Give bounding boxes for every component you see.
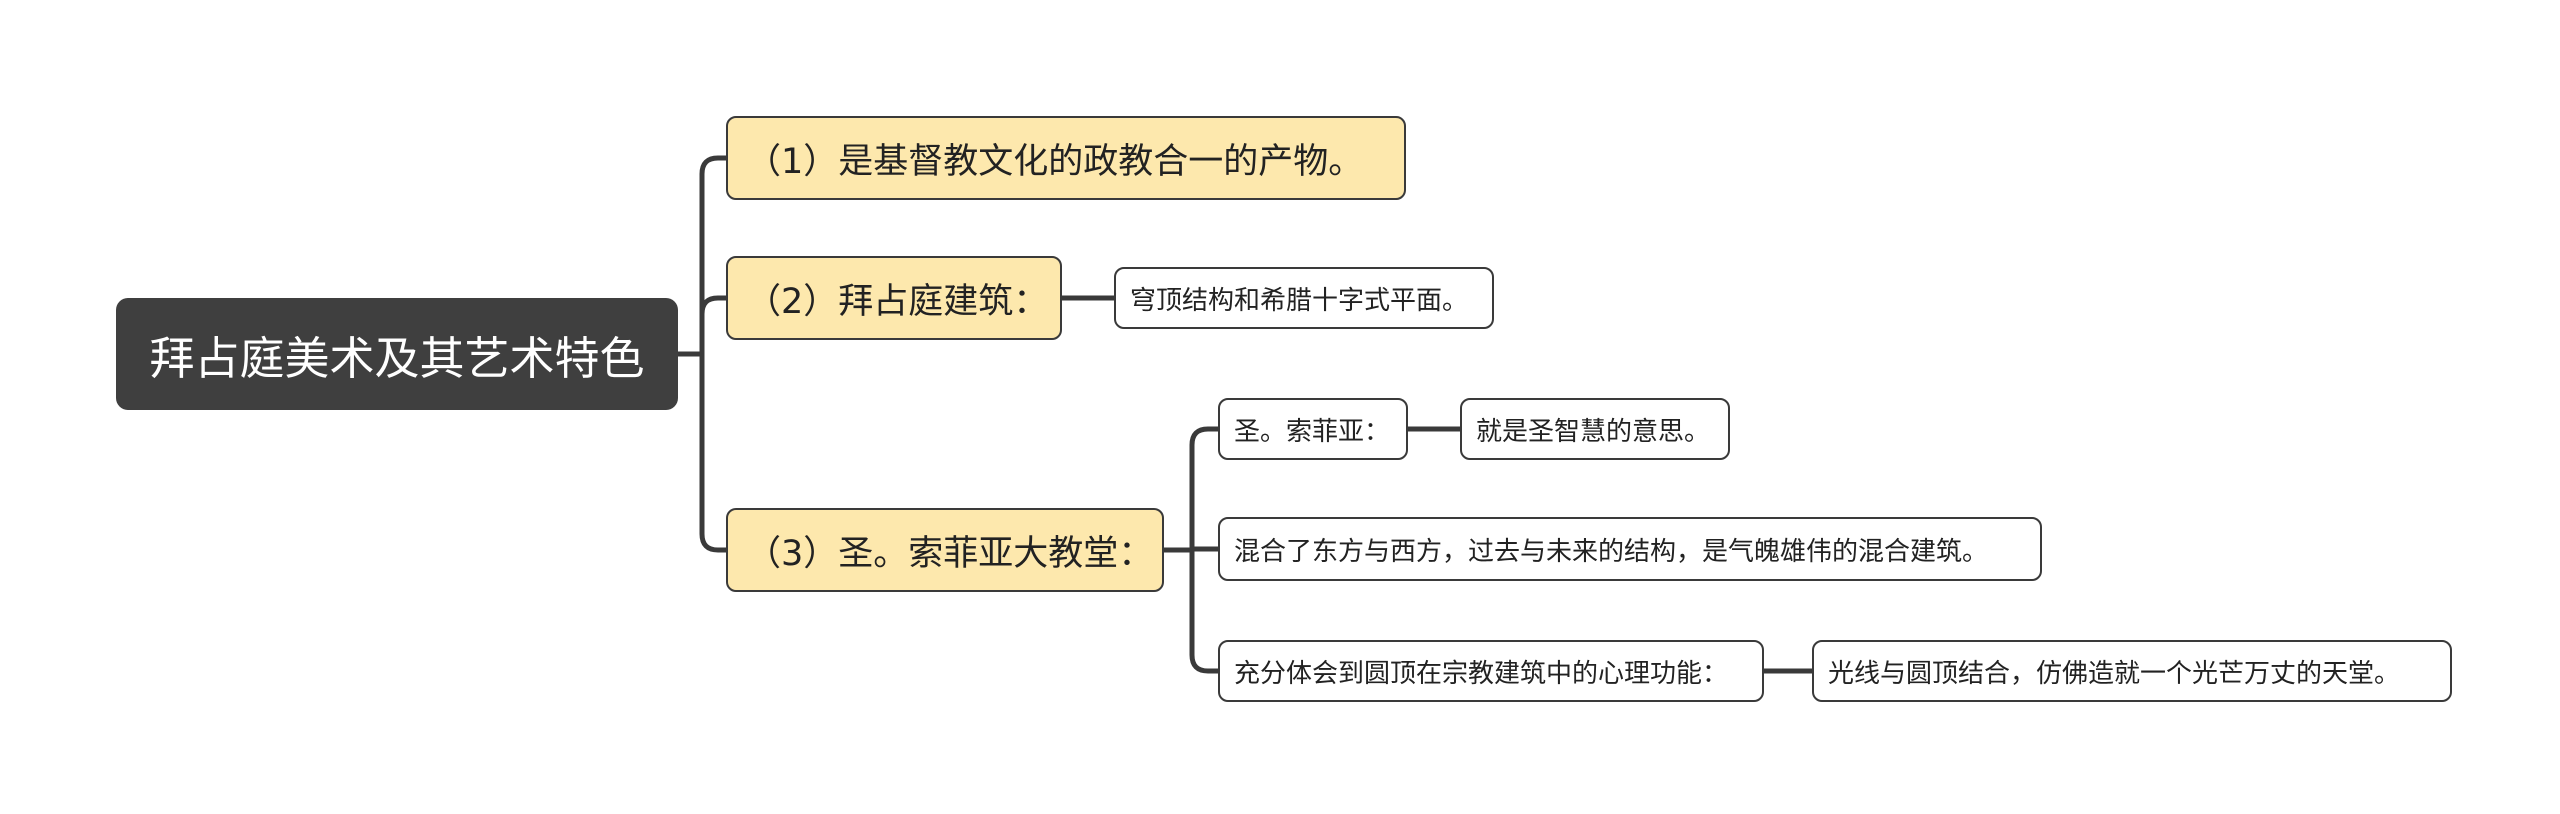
subtopic-3-3-1[interactable]: 光线与圆顶结合，仿佛造就一个光芒万丈的天堂。 [1812, 640, 2452, 702]
subtopic-2-1-label: 穹顶结构和希腊十字式平面。 [1130, 285, 1469, 316]
branch-topic-3[interactable]: （3）圣。索菲亚大教堂： [726, 508, 1164, 592]
branch-topic-2[interactable]: （2）拜占庭建筑： [726, 256, 1062, 340]
subtopic-3-1-label: 圣。索菲亚： [1234, 416, 1391, 447]
subtopic-3-3-1-label: 光线与圆顶结合，仿佛造就一个光芒万丈的天堂。 [1828, 658, 2401, 689]
branch-topic-1-label: （1）是基督教文化的政教合一的产物。 [746, 141, 1364, 182]
subtopic-3-3-label: 充分体会到圆顶在宗教建筑中的心理功能： [1234, 658, 1729, 689]
branch-topic-2-label: （2）拜占庭建筑： [746, 281, 1049, 322]
connector-trunk-b1 [699, 155, 729, 357]
root-topic-label: 拜占庭美术及其艺术特色 [149, 331, 645, 385]
root-topic[interactable]: 拜占庭美术及其艺术特色 [116, 298, 678, 410]
connector-trunk-b3 [699, 351, 729, 553]
branch-topic-1[interactable]: （1）是基督教文化的政教合一的产物。 [726, 116, 1406, 200]
branch-topic-3-label: （3）圣。索菲亚大教堂： [746, 533, 1154, 574]
subtopic-3-1-1-label: 就是圣智慧的意思。 [1476, 416, 1711, 447]
subtopic-3-1-1[interactable]: 就是圣智慧的意思。 [1460, 398, 1730, 460]
connector-b3-c3 [1189, 547, 1221, 674]
connector-b3-c1 [1189, 426, 1221, 553]
subtopic-3-2[interactable]: 混合了东方与西方，过去与未来的结构，是气魄雄伟的混合建筑。 [1218, 517, 2042, 581]
subtopic-3-1[interactable]: 圣。索菲亚： [1218, 398, 1408, 460]
connector-trunk-b2 [699, 295, 729, 317]
subtopic-3-3[interactable]: 充分体会到圆顶在宗教建筑中的心理功能： [1218, 640, 1764, 702]
subtopic-3-2-label: 混合了东方与西方，过去与未来的结构，是气魄雄伟的混合建筑。 [1234, 536, 1989, 567]
subtopic-2-1[interactable]: 穹顶结构和希腊十字式平面。 [1114, 267, 1494, 329]
